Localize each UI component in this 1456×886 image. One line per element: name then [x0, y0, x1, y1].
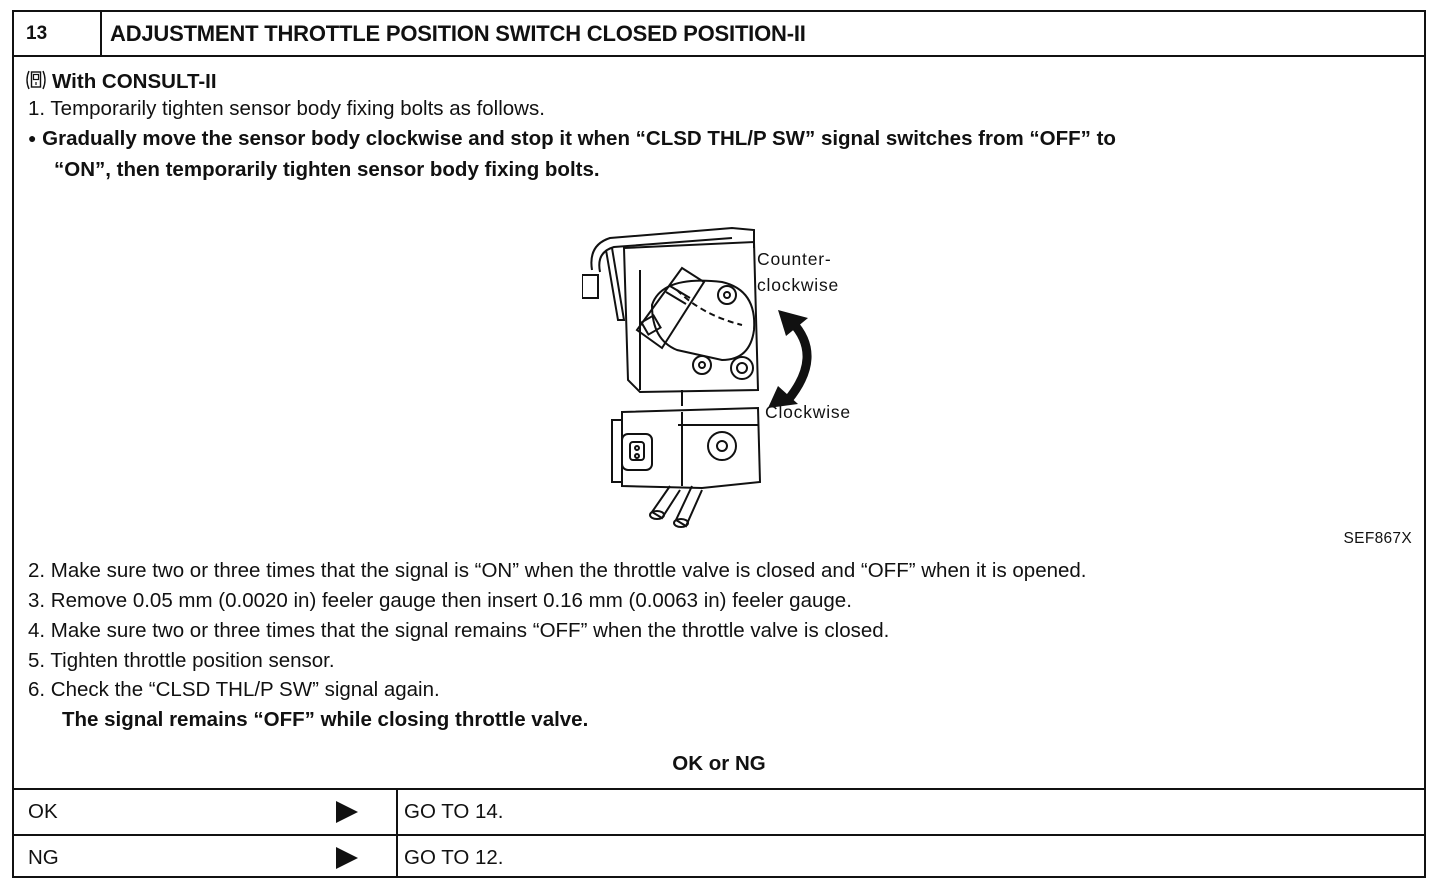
decision-label: NG: [28, 846, 59, 869]
decision-action: GO TO 12.: [404, 846, 504, 869]
decision-row-ok: OK GO TO 14.: [14, 790, 1424, 834]
step-number: 13: [14, 12, 102, 55]
step-4: 4. Make sure two or three times that the…: [28, 619, 890, 642]
decision-row-ng: NG GO TO 12.: [14, 836, 1424, 880]
figure-code: SEF867X: [1343, 530, 1412, 547]
throttle-sensor-illustration: [581, 220, 902, 540]
throttle-body-drawing: [581, 226, 762, 528]
step-6: 6. Check the “CLSD THL/P SW” signal agai…: [28, 678, 440, 701]
bullet-dot-icon: ●: [28, 130, 37, 146]
clockwise-label: Clockwise: [765, 402, 851, 422]
step-1: 1. Temporarily tighten sensor body fixin…: [28, 97, 545, 120]
counterclockwise-label-line-2: clockwise: [757, 275, 840, 295]
bullet-instruction: ● Gradually move the sensor body clockwi…: [28, 127, 1116, 152]
consult-tester-icon: [24, 68, 48, 92]
divider: [14, 834, 1424, 836]
procedure-header: 13 ADJUSTMENT THROTTLE POSITION SWITCH C…: [14, 12, 1424, 57]
decision-label: OK: [28, 800, 58, 823]
arrow-right-icon: [336, 801, 358, 823]
column-divider: [396, 790, 398, 876]
decision-prompt: OK or NG: [672, 752, 766, 775]
bullet-line-1: Gradually move the sensor body clockwise…: [42, 127, 1116, 150]
rotation-arrow-icon: [768, 310, 812, 408]
step-5: 5. Tighten throttle position sensor.: [28, 649, 335, 672]
step-6-result: The signal remains “OFF” while closing t…: [62, 708, 589, 731]
procedure-page: 13 ADJUSTMENT THROTTLE POSITION SWITCH C…: [12, 10, 1426, 878]
consult-heading: With CONSULT-II: [24, 68, 217, 94]
step-3: 3. Remove 0.05 mm (0.0020 in) feeler gau…: [28, 589, 852, 612]
procedure-title: ADJUSTMENT THROTTLE POSITION SWITCH CLOS…: [110, 21, 806, 46]
step-2: 2. Make sure two or three times that the…: [28, 559, 1087, 582]
consult-label: With CONSULT-II: [52, 70, 217, 93]
divider: [14, 788, 1424, 790]
counterclockwise-label: Counter- clockwise: [757, 246, 839, 298]
bullet-line-2: “ON”, then temporarily tighten sensor bo…: [54, 158, 600, 181]
counterclockwise-label-line-1: Counter-: [757, 249, 832, 269]
arrow-right-icon: [336, 847, 358, 869]
decision-action: GO TO 14.: [404, 800, 504, 823]
